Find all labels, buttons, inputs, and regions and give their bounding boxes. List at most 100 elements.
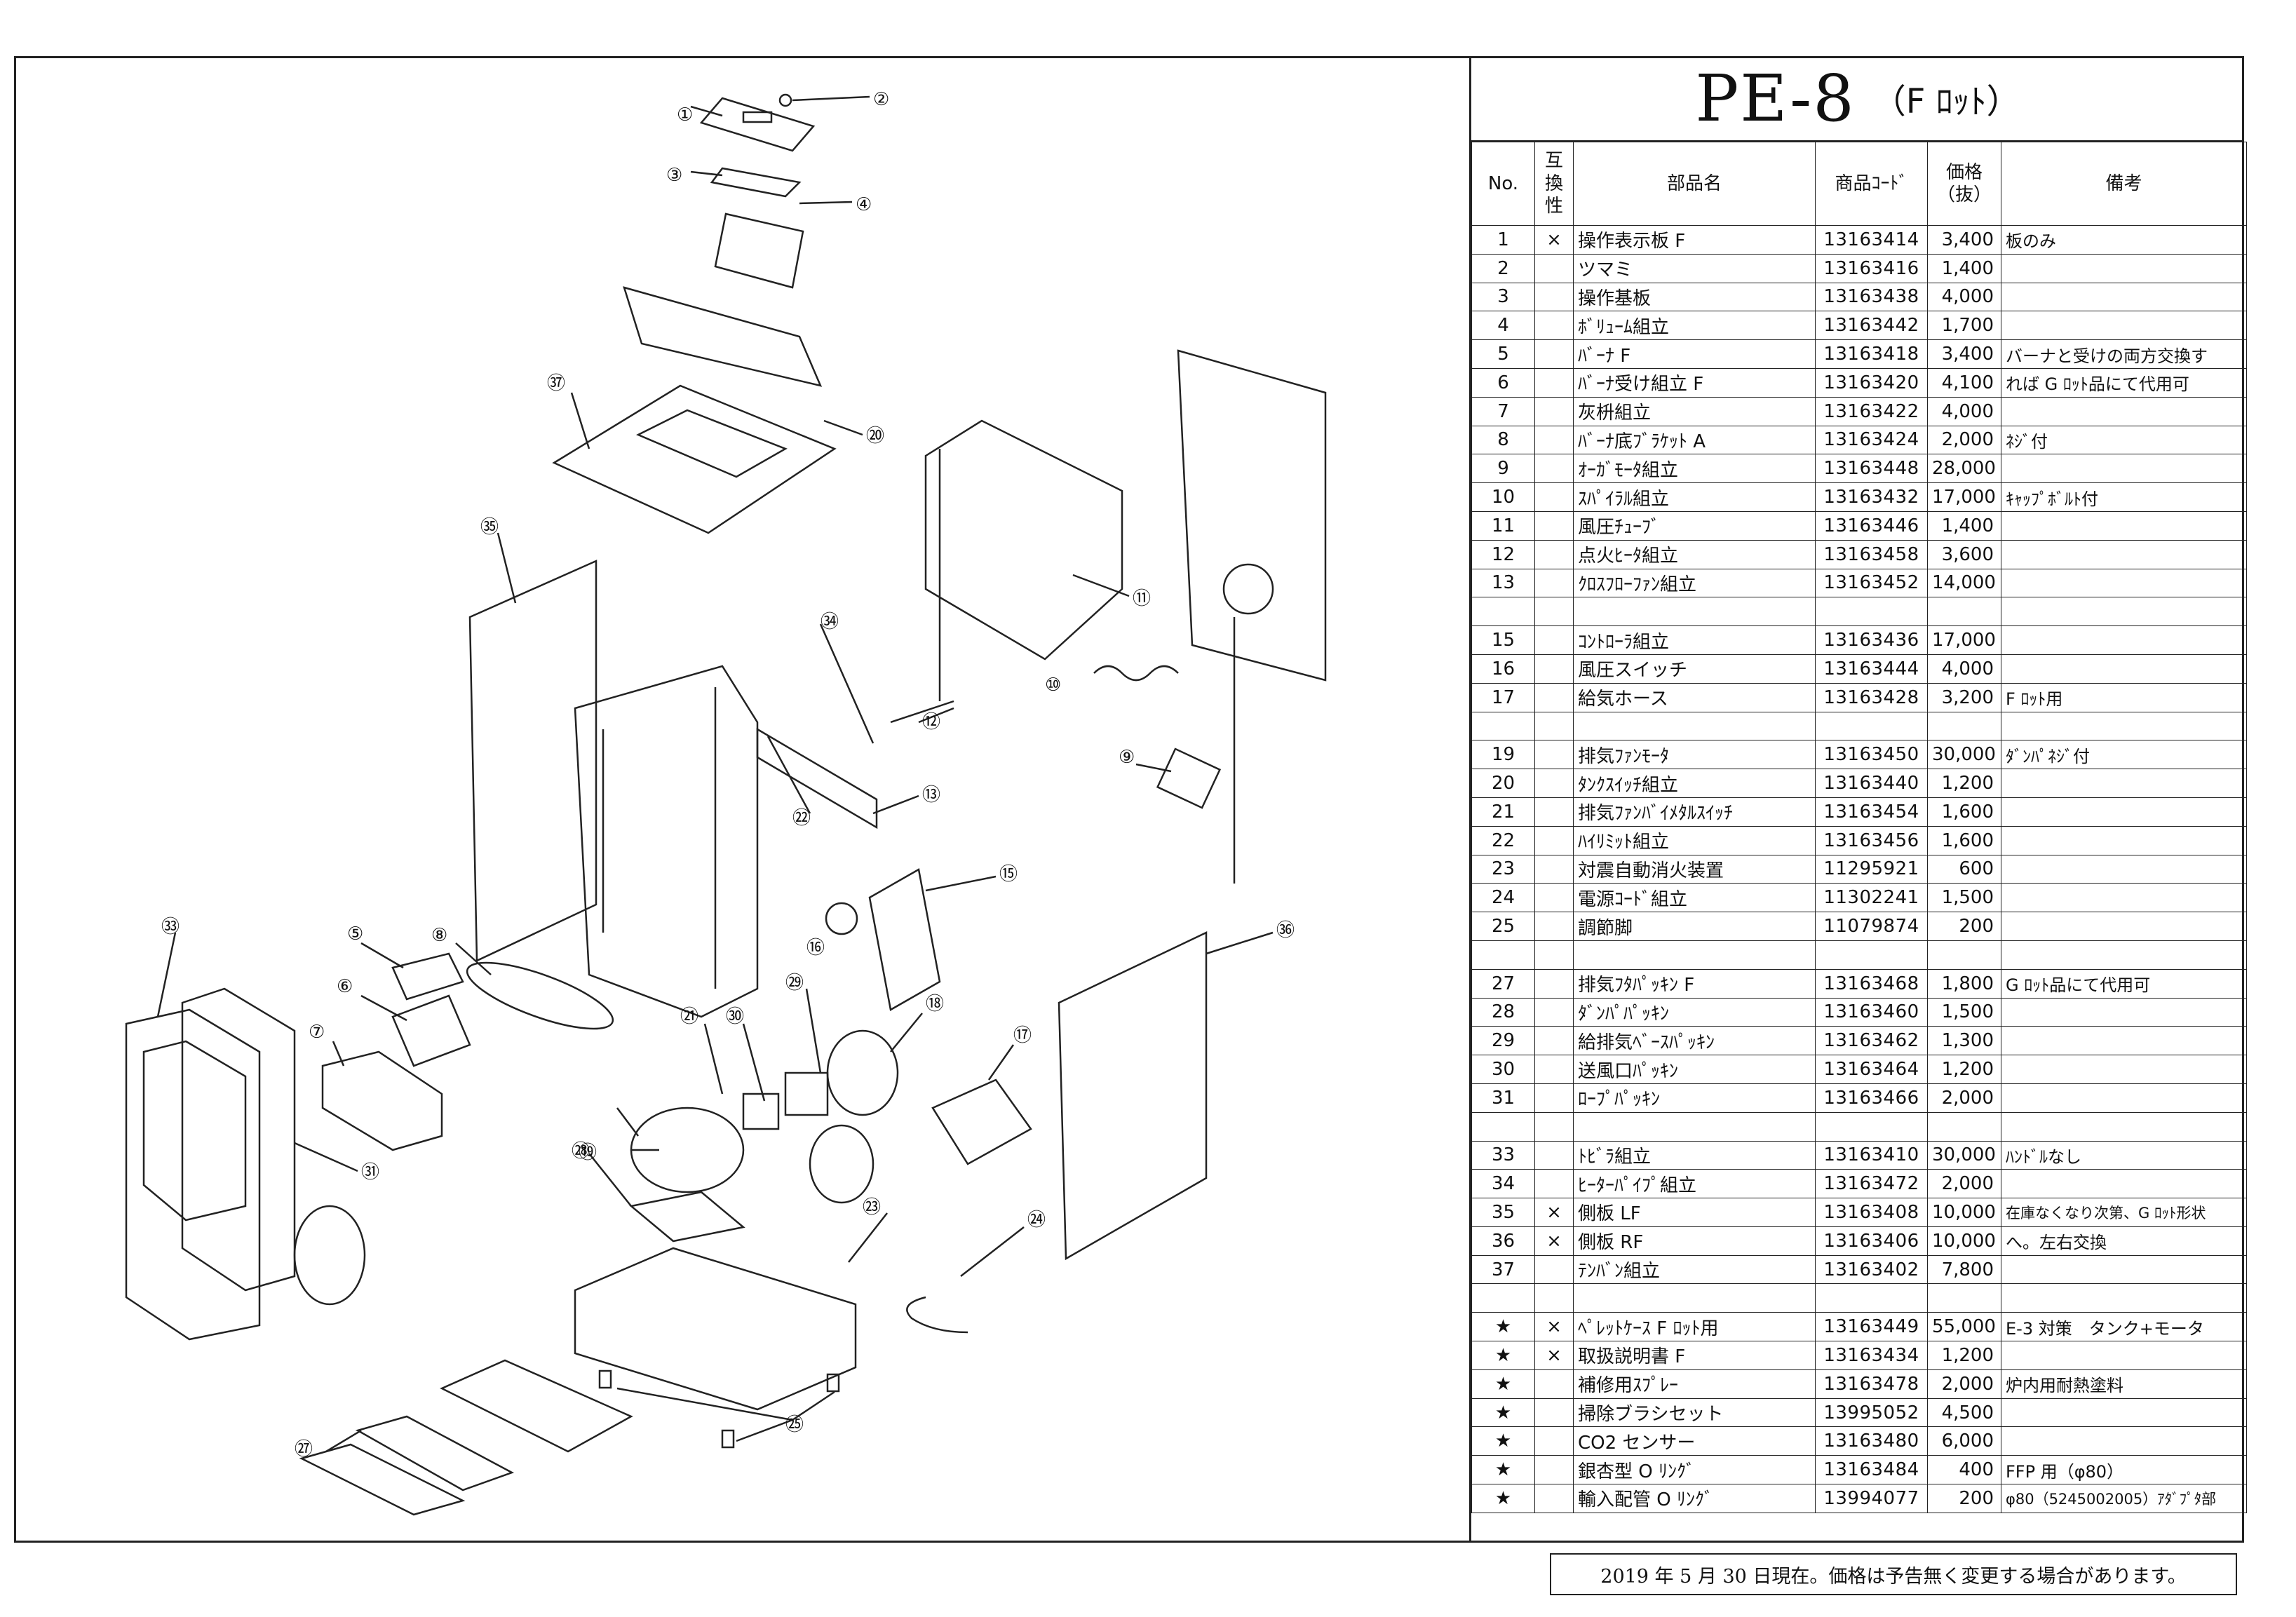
row-note bbox=[2001, 940, 2247, 970]
row-product-code: 13163460 bbox=[1815, 997, 1928, 1027]
part-side-panel-left bbox=[468, 560, 597, 962]
part-flue bbox=[826, 1029, 899, 1116]
callout-20: ⑳ bbox=[866, 426, 884, 447]
row-note bbox=[2001, 825, 2247, 855]
leader-line bbox=[805, 988, 822, 1074]
part-board bbox=[710, 167, 802, 198]
row-part-name: ﾀﾞﾝﾊﾟﾊﾟｯｷﾝ bbox=[1573, 997, 1816, 1027]
part-burner-bracket bbox=[466, 961, 614, 1030]
leader-line bbox=[616, 1387, 793, 1421]
row-interchange bbox=[1534, 425, 1574, 455]
row-part-name: 銀杏型 O ﾘﾝｸﾞ bbox=[1573, 1455, 1816, 1485]
row-part-name: ﾄﾋﾞﾗ組立 bbox=[1573, 1140, 1816, 1170]
row-no: 35 bbox=[1471, 1198, 1535, 1227]
part-base bbox=[574, 1247, 857, 1411]
row-interchange bbox=[1534, 1055, 1574, 1084]
row-note: FFP 用（φ80） bbox=[2001, 1455, 2247, 1485]
leader-line bbox=[703, 1023, 724, 1095]
row-product-code: 11295921 bbox=[1815, 854, 1928, 884]
row-part-name: 給気ホース bbox=[1573, 682, 1816, 712]
row-product-code: 13163402 bbox=[1815, 1254, 1928, 1285]
row-no bbox=[1471, 711, 1535, 741]
row-note bbox=[2001, 597, 2247, 627]
callout-33: ㉝ bbox=[161, 916, 180, 938]
row-part-name: ﾊｲﾘﾐｯﾄ組立 bbox=[1573, 825, 1816, 855]
row-product-code: 13163408 bbox=[1815, 1198, 1928, 1227]
callout-31: ㉛ bbox=[361, 1162, 379, 1183]
row-product-code: 13163446 bbox=[1815, 510, 1928, 541]
row-no: 13 bbox=[1471, 568, 1535, 598]
row-no: 9 bbox=[1471, 454, 1535, 484]
row-part-name bbox=[1573, 1111, 1816, 1142]
row-interchange bbox=[1534, 968, 1574, 999]
row-price: 3,400 bbox=[1927, 225, 2001, 255]
row-product-code: 13163468 bbox=[1815, 968, 1928, 999]
row-product-code: 13163449 bbox=[1815, 1312, 1928, 1342]
row-interchange bbox=[1534, 1254, 1574, 1285]
row-part-name: 排気ﾌｧﾝﾊﾞｲﾒﾀﾙｽｲｯﾁ bbox=[1573, 797, 1816, 827]
row-product-code bbox=[1815, 1111, 1928, 1142]
part-crossflow-fan bbox=[756, 727, 878, 830]
row-product-code: 13163448 bbox=[1815, 454, 1928, 484]
row-interchange bbox=[1534, 1455, 1574, 1485]
row-product-code: 13163466 bbox=[1815, 1083, 1928, 1113]
leader-line bbox=[294, 1142, 358, 1172]
row-note: 炉内用耐熱塗料 bbox=[2001, 1369, 2247, 1399]
row-price: 14,000 bbox=[1927, 568, 2001, 598]
callout-13: ⑬ bbox=[922, 785, 940, 806]
row-price: 1,400 bbox=[1927, 510, 2001, 541]
row-product-code: 13163480 bbox=[1815, 1426, 1928, 1456]
row-price: 1,600 bbox=[1927, 825, 2001, 855]
row-interchange bbox=[1534, 1283, 1574, 1313]
row-price: 4,500 bbox=[1927, 1398, 2001, 1428]
row-part-name bbox=[1573, 597, 1816, 627]
row-part-name bbox=[1573, 1283, 1816, 1313]
leader-line bbox=[1206, 931, 1274, 955]
callout-3: ③ bbox=[666, 165, 682, 186]
row-interchange bbox=[1534, 482, 1574, 512]
row-note: G ﾛｯﾄ品にて代用可 bbox=[2001, 968, 2247, 999]
row-product-code: 13163484 bbox=[1815, 1455, 1928, 1485]
row-product-code: 13163444 bbox=[1815, 654, 1928, 684]
part-foot bbox=[826, 1373, 840, 1393]
header-name: 部品名 bbox=[1573, 142, 1816, 226]
row-no: 19 bbox=[1471, 740, 1535, 770]
row-no bbox=[1471, 940, 1535, 970]
row-no bbox=[1471, 1111, 1535, 1142]
row-no: 22 bbox=[1471, 825, 1535, 855]
row-interchange bbox=[1534, 1426, 1574, 1456]
row-price: 28,000 bbox=[1927, 454, 2001, 484]
parts-list-panel: PE-8 （F ﾛｯﾄ） No. 互換性 部品名 商品ｺｰﾄﾞ 価格（抜） 備考… bbox=[1469, 56, 2247, 1543]
row-price: 6,000 bbox=[1927, 1426, 2001, 1456]
row-note: φ80（5245002005）ｱﾀﾞﾌﾟﾀ部 bbox=[2001, 1484, 2247, 1513]
row-note bbox=[2001, 568, 2247, 598]
row-interchange bbox=[1534, 1111, 1574, 1142]
row-note bbox=[2001, 1341, 2247, 1370]
row-part-name bbox=[1573, 711, 1816, 741]
row-part-name: ﾛｰﾌﾟﾊﾟｯｷﾝ bbox=[1573, 1083, 1816, 1113]
callout-28: ㉘ bbox=[572, 1141, 590, 1162]
leader-line bbox=[925, 875, 997, 892]
row-note bbox=[2001, 1254, 2247, 1285]
door-glass bbox=[142, 1040, 247, 1222]
leader-line bbox=[570, 392, 590, 449]
row-price: 4,000 bbox=[1927, 396, 2001, 426]
callout-7: ⑦ bbox=[309, 1022, 325, 1043]
row-no: 28 bbox=[1471, 997, 1535, 1027]
part-top-cover bbox=[623, 286, 823, 387]
